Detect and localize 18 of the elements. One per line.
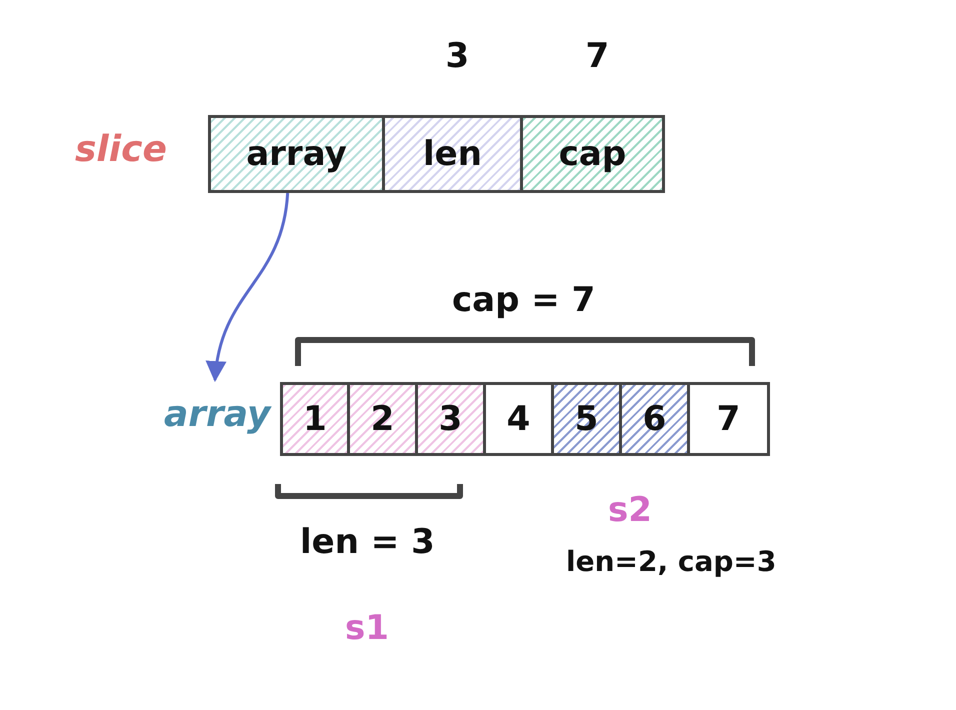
array-cell: 2 xyxy=(347,382,418,456)
array-cell: 5 xyxy=(551,382,622,456)
struct-label: array xyxy=(164,394,270,435)
arrow xyxy=(206,192,290,382)
bracket-label: cap = 7 xyxy=(452,280,596,320)
array-cell: 1 xyxy=(280,382,350,456)
field-cell: array xyxy=(208,115,385,193)
array-cell: 7 xyxy=(687,382,770,456)
struct-label: slice xyxy=(75,129,167,170)
array-cell: 4 xyxy=(483,382,554,456)
array-cell: 3 xyxy=(415,382,486,456)
value-label: 3 xyxy=(446,36,470,76)
slice-name: s1 xyxy=(345,608,389,648)
slice-name: s2 xyxy=(608,490,652,530)
slice-note: len=2, cap=3 xyxy=(566,545,776,578)
array-cell: 6 xyxy=(619,382,690,456)
value-label: 7 xyxy=(586,36,610,76)
bracket-label: len = 3 xyxy=(300,522,435,562)
